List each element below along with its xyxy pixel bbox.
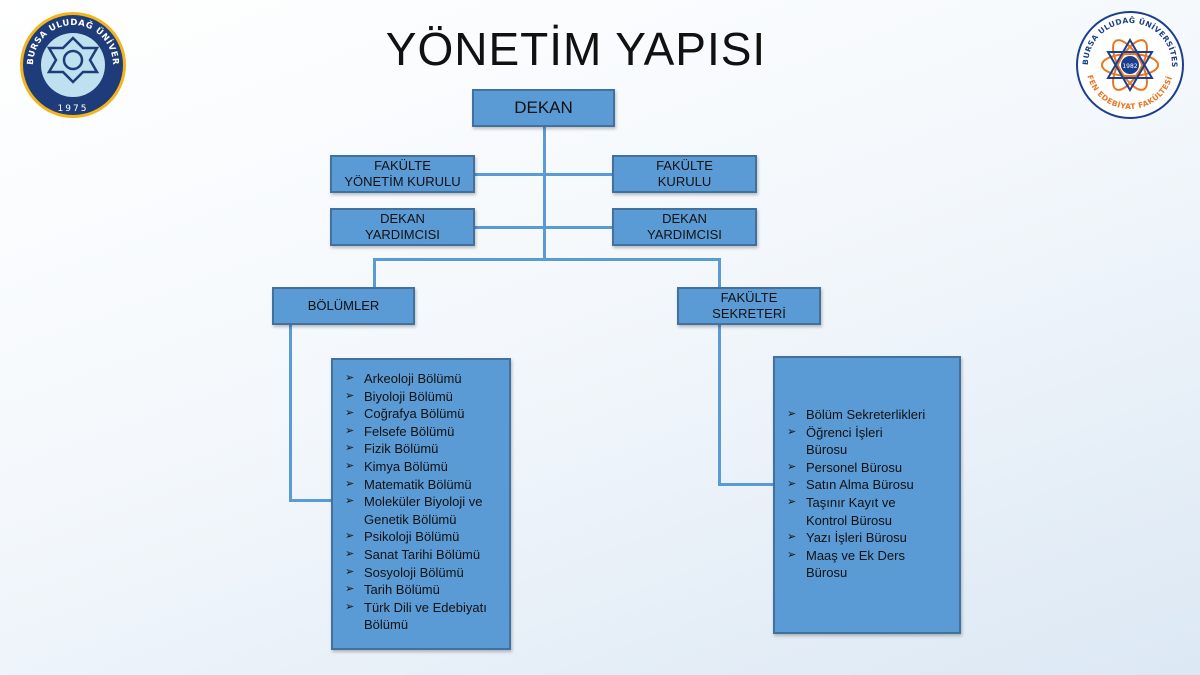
list-item: Türk Dili ve Edebiyatı Bölümü [339, 599, 505, 634]
connector-bolumler-down [289, 324, 292, 502]
list-item: Fizik Bölümü [339, 440, 505, 458]
node-dyl-line1: DEKAN [380, 211, 425, 226]
list-item: Yazı İşleri Bürosu [781, 529, 953, 547]
connector-sekreter-down [718, 324, 721, 486]
node-bolumler-label: BÖLÜMLER [307, 298, 380, 313]
list-item: Maaş ve Ek Ders Bürosu [781, 547, 953, 582]
list-item: Öğrenci İşleri Bürosu [781, 424, 953, 459]
list-item: Taşınır Kayıt ve Kontrol Bürosu [781, 494, 953, 529]
node-fyk-line1: FAKÜLTE [374, 158, 431, 173]
list-item: Felsefe Bölümü [339, 423, 505, 441]
node-dekan-label: DEKAN [514, 98, 573, 117]
office-list: Bölüm Sekreterlikleri Öğrenci İşleri Bür… [773, 356, 961, 634]
node-dyl-line2: YARDIMCISI [365, 227, 440, 242]
connector-bolumler-right [289, 499, 332, 502]
connector-fyk [474, 173, 543, 176]
page-title: YÖNETİM YAPISI [385, 23, 767, 75]
connector-dy-left [474, 226, 543, 229]
connector-sekreter-drop [718, 258, 721, 288]
list-item: Psikoloji Bölümü [339, 528, 505, 546]
list-item: Moleküler Biyoloji ve Genetik Bölümü [339, 493, 505, 528]
list-item: Kimya Bölümü [339, 458, 505, 476]
list-item: Biyoloji Bölümü [339, 388, 505, 406]
list-item: Sosyoloji Bölümü [339, 564, 505, 582]
node-sekreter-line2: SEKRETERİ [712, 306, 786, 321]
list-item: Sanat Tarihi Bölümü [339, 546, 505, 564]
connector-bolumler-drop [373, 258, 376, 288]
university-logo: BURSA ULUDAĞ ÜNİVERSİTESİ 1975 [18, 10, 126, 118]
connector-dy-right [546, 226, 613, 229]
connector-horizontal-main [373, 258, 721, 261]
node-dyr-line1: DEKAN [662, 211, 707, 226]
connector-fk [546, 173, 613, 176]
faculty-logo: 1982 BURSA ULUDAĞ ÜNİVERSİTESİ FEN EDEBİ… [1075, 10, 1184, 119]
connector-dekan-vertical [543, 126, 546, 260]
list-item: Tarih Bölümü [339, 581, 505, 599]
node-dekan: DEKAN [472, 89, 615, 127]
list-item: Coğrafya Bölümü [339, 405, 505, 423]
node-fk-line2: KURULU [657, 174, 712, 189]
node-dyr-line2: YARDIMCISI [647, 227, 722, 242]
node-sekreter-line1: FAKÜLTE [720, 290, 778, 305]
list-item: Satın Alma Bürosu [781, 476, 953, 494]
logo-left-year: 1975 [58, 104, 89, 114]
node-bolumler: BÖLÜMLER [272, 287, 415, 325]
list-item: Personel Bürosu [781, 459, 953, 477]
node-fyk-line2: YÖNETİM KURULU [344, 174, 461, 189]
logo-right-year: 1982 [1122, 63, 1137, 70]
list-item: Matematik Bölümü [339, 476, 505, 494]
node-fk-line1: FAKÜLTE [656, 158, 713, 173]
list-item: Bölüm Sekreterlikleri [781, 406, 953, 424]
department-list: Arkeoloji Bölümü Biyoloji Bölümü Coğrafy… [331, 358, 511, 650]
connector-sekreter-right [718, 483, 774, 486]
list-item: Arkeoloji Bölümü [339, 370, 505, 388]
